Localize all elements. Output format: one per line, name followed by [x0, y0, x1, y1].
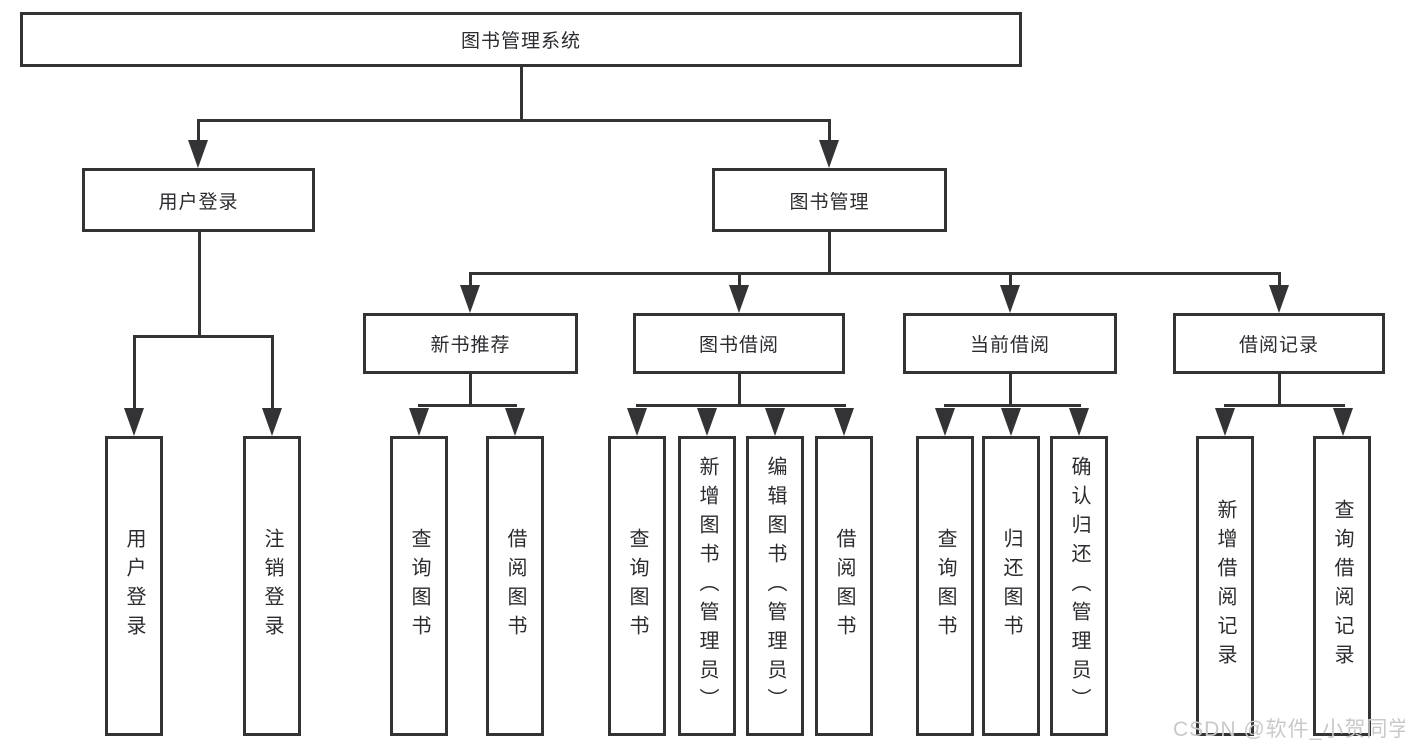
- leaf-add-borrow-record: 新增借阅记录: [1196, 436, 1254, 736]
- connector-recommend-stem: [469, 374, 472, 407]
- connector-root-drop-left: [197, 119, 200, 144]
- arrow-down-icon: [262, 408, 282, 436]
- arrow-down-icon: [460, 285, 480, 313]
- connector-bookmgmt-rail: [469, 272, 1281, 275]
- node-label: 图书管理系统: [460, 31, 581, 52]
- node-label: 归还图书: [1000, 528, 1022, 644]
- arrow-down-icon: [627, 408, 647, 436]
- arrow-down-icon: [1333, 408, 1353, 436]
- connector-current-stem: [1009, 374, 1012, 407]
- node-label: 新增借阅记录: [1214, 499, 1236, 673]
- node-label: 注销登录: [261, 528, 283, 644]
- node-label: 确认归还（管理员）: [1068, 455, 1090, 717]
- connector-root-drop-right: [828, 119, 831, 144]
- leaf-confirm-return-admin: 确认归还（管理员）: [1050, 436, 1108, 736]
- arrow-down-icon: [1000, 285, 1020, 313]
- arrow-down-icon: [188, 140, 208, 168]
- connector-bookmgmt-drop-4: [1278, 272, 1281, 288]
- connector-userlogin-drop-1: [133, 335, 136, 410]
- arrow-down-icon: [729, 285, 749, 313]
- node-label: 图书管理: [789, 191, 870, 213]
- leaf-return-books: 归还图书: [982, 436, 1040, 736]
- connector-borrowing-rail: [636, 404, 846, 407]
- leaf-borrow-books: 借阅图书: [815, 436, 873, 736]
- arrow-down-icon: [1001, 408, 1021, 436]
- node-label: 借阅图书: [833, 528, 855, 644]
- arrow-down-icon: [935, 408, 955, 436]
- connector-userlogin-stem: [198, 232, 201, 336]
- node-label: 用户登录: [158, 191, 239, 213]
- node-label: 用户登录: [123, 528, 145, 644]
- leaf-logout: 注销登录: [243, 436, 301, 736]
- connector-root-stem: [520, 67, 523, 120]
- leaf-query-books-current: 查询图书: [916, 436, 974, 736]
- connector-current-rail: [944, 404, 1081, 407]
- node-label: 新书推荐: [430, 335, 511, 356]
- connector-bookmgmt-drop-1: [469, 272, 472, 288]
- leaf-borrow-books-recommend: 借阅图书: [486, 436, 544, 736]
- arrow-down-icon: [1269, 285, 1289, 313]
- node-label: 借阅记录: [1238, 335, 1319, 356]
- connector-userlogin-rail: [133, 335, 274, 338]
- leaf-query-books-recommend: 查询图书: [390, 436, 448, 736]
- node-label: 查询借阅记录: [1331, 499, 1353, 673]
- leaf-add-book-admin: 新增图书（管理员）: [678, 436, 736, 736]
- node-label: 新增图书（管理员）: [696, 455, 718, 717]
- node-book-borrowing: 图书借阅: [633, 313, 845, 374]
- arrow-down-icon: [834, 408, 854, 436]
- arrow-down-icon: [819, 140, 839, 168]
- node-label: 查询图书: [626, 528, 648, 644]
- node-label: 编辑图书（管理员）: [764, 455, 786, 717]
- connector-bookmgmt-drop-2: [738, 272, 741, 288]
- leaf-query-borrow-record: 查询借阅记录: [1313, 436, 1371, 736]
- connector-recommend-rail: [418, 404, 517, 407]
- node-label: 当前借阅: [969, 335, 1050, 356]
- node-new-book-recommendation: 新书推荐: [363, 313, 578, 374]
- node-label: 查询图书: [934, 528, 956, 644]
- node-label: 图书借阅: [698, 335, 779, 356]
- arrow-down-icon: [697, 408, 717, 436]
- arrow-down-icon: [1069, 408, 1089, 436]
- arrow-down-icon: [124, 408, 144, 436]
- arrow-down-icon: [409, 408, 429, 436]
- arrow-down-icon: [765, 408, 785, 436]
- node-borrowing-records: 借阅记录: [1173, 313, 1385, 374]
- arrow-down-icon: [1215, 408, 1235, 436]
- connector-userlogin-drop-2: [271, 335, 274, 410]
- leaf-user-login: 用户登录: [105, 436, 163, 736]
- node-current-borrowing: 当前借阅: [903, 313, 1117, 374]
- connector-borrowing-stem: [738, 374, 741, 407]
- leaf-query-books-borrowing: 查询图书: [608, 436, 666, 736]
- node-user-login: 用户登录: [82, 168, 315, 232]
- node-label: 借阅图书: [504, 528, 526, 644]
- node-book-management: 图书管理: [712, 168, 947, 232]
- connector-records-rail: [1224, 404, 1345, 407]
- csdn-watermark: CSDN @软件_小贺同学: [1173, 718, 1405, 741]
- connector-bookmgmt-drop-3: [1009, 272, 1012, 288]
- connector-root-rail: [197, 119, 831, 122]
- node-library-management-system: 图书管理系统: [20, 12, 1022, 67]
- arrow-down-icon: [505, 408, 525, 436]
- node-label: 查询图书: [408, 528, 430, 644]
- connector-records-stem: [1278, 374, 1281, 407]
- leaf-edit-book-admin: 编辑图书（管理员）: [746, 436, 804, 736]
- connector-bookmgmt-stem: [828, 232, 831, 275]
